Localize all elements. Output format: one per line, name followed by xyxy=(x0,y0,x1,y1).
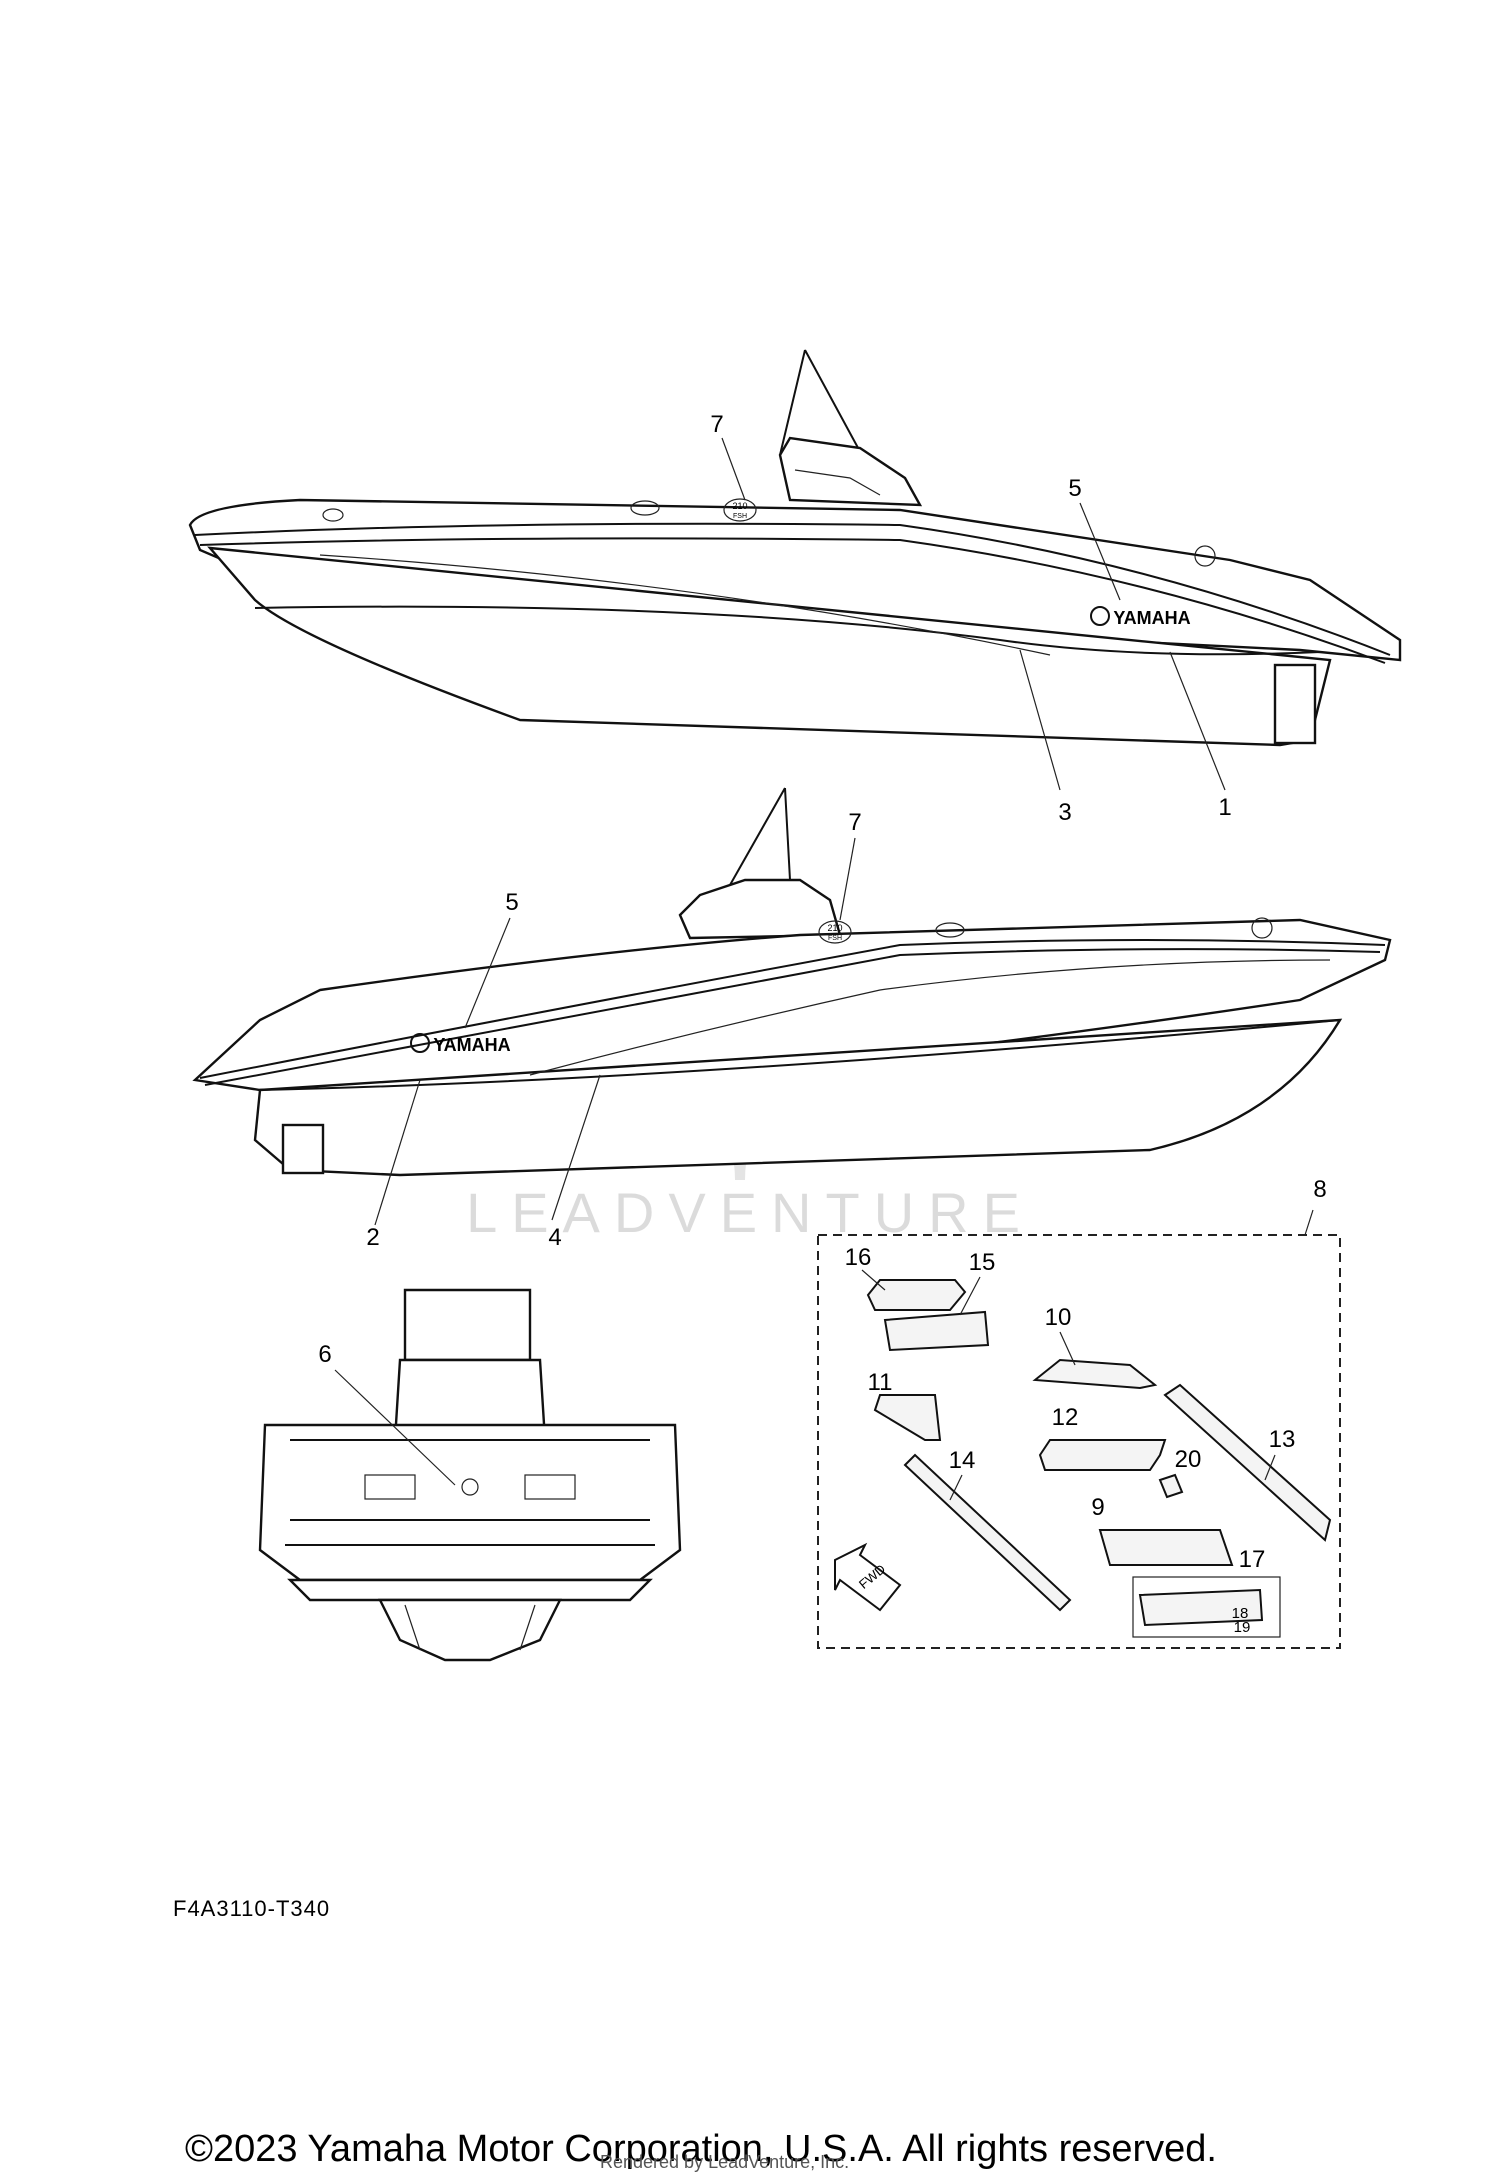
callout-9: 9 xyxy=(1091,1494,1104,1521)
callout-12: 12 xyxy=(1052,1404,1079,1431)
callout-19: 19 xyxy=(1234,1619,1251,1636)
callout-14: 14 xyxy=(949,1447,976,1474)
callout-7-port: 7 xyxy=(848,809,861,836)
callout-5-port: 5 xyxy=(505,889,518,916)
callout-2: 2 xyxy=(366,1224,379,1251)
svg-text:210: 210 xyxy=(827,923,842,933)
model-badge-port: 210 FSH xyxy=(818,920,852,944)
callout-15: 15 xyxy=(969,1249,996,1276)
watermark-text: LEADVENTURE xyxy=(466,1181,1034,1244)
fwd-arrow-icon: FWD xyxy=(834,1542,902,1612)
svg-text:210: 210 xyxy=(732,501,747,511)
copyright-notice: ©2023 Yamaha Motor Corporation, U.S.A. A… xyxy=(185,2128,1217,2170)
yamaha-decal-starboard: YAMAHA xyxy=(1090,606,1191,628)
callout-1: 1 xyxy=(1218,794,1231,821)
callout-8: 8 xyxy=(1313,1176,1326,1203)
callout-17: 17 xyxy=(1239,1546,1266,1573)
diagram-code: F4A3110-T340 xyxy=(173,1896,331,1921)
rendered-by-credit: Rendered by LeadVenture, Inc. xyxy=(600,2152,850,2172)
callout-13: 13 xyxy=(1269,1426,1296,1453)
boat-starboard-view: YAMAHA 210 FSH 7 5 3 1 xyxy=(188,349,1402,826)
callout-11: 11 xyxy=(868,1369,893,1396)
boat-port-view: YAMAHA 210 FSH 7 5 2 4 xyxy=(192,787,1392,1251)
callout-18: 18 xyxy=(1232,1605,1249,1622)
yamaha-logo-text: YAMAHA xyxy=(1113,608,1190,628)
callout-3: 3 xyxy=(1058,799,1071,826)
yamaha-decal-port: YAMAHA xyxy=(410,1033,511,1055)
callout-6: 6 xyxy=(318,1341,331,1368)
boat-stern-view: 6 xyxy=(258,1288,682,1662)
callout-5-starboard: 5 xyxy=(1068,475,1081,502)
yamaha-logo-text-port: YAMAHA xyxy=(433,1035,510,1055)
callout-16: 16 xyxy=(845,1244,872,1271)
model-badge-starboard: 210 FSH xyxy=(723,498,757,522)
callout-7-starboard: 7 xyxy=(710,411,723,438)
callout-20: 20 xyxy=(1175,1446,1202,1473)
svg-text:FWD: FWD xyxy=(856,1561,888,1592)
mat-kit-group: 8 16 15 10 11 12 13 20 14 9 1 xyxy=(817,1176,1341,1649)
svg-text:FSH: FSH xyxy=(828,935,842,942)
callout-10: 10 xyxy=(1045,1304,1072,1331)
callout-4: 4 xyxy=(548,1224,561,1251)
svg-text:FSH: FSH xyxy=(733,513,747,520)
